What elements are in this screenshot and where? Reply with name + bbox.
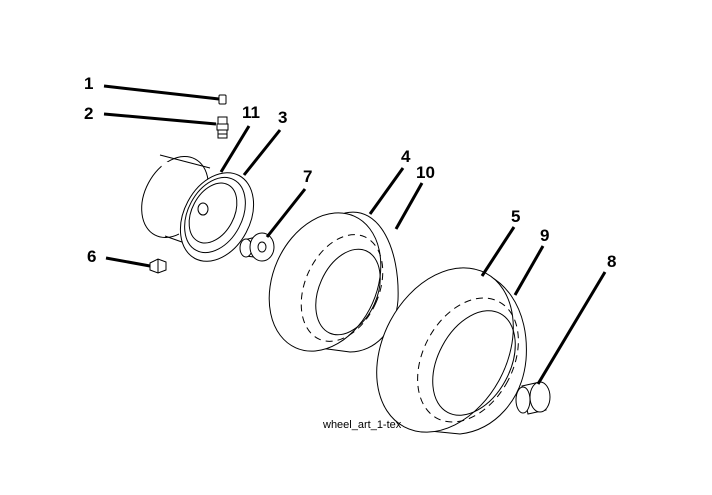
callout-2: 2	[84, 104, 93, 123]
tire-front	[268, 211, 399, 353]
callout-9: 9	[540, 226, 549, 245]
figure-caption: wheel_art_1-tex	[322, 419, 402, 431]
hub-cap	[515, 381, 551, 415]
callout-5: 5	[511, 207, 520, 226]
callout-10: 10	[416, 163, 435, 182]
tire-rear	[376, 267, 527, 435]
bushing	[239, 232, 275, 262]
leader-7	[265, 188, 307, 238]
leader-8	[536, 271, 607, 385]
leader-lines	[103, 84, 607, 385]
callout-7: 7	[303, 167, 312, 186]
valve-cap	[218, 94, 227, 105]
wheel-rim	[141, 154, 255, 262]
callout-4: 4	[401, 147, 411, 166]
leader-5	[480, 226, 516, 277]
callout-1: 1	[84, 74, 93, 93]
leader-10	[394, 182, 424, 230]
leader-4	[368, 167, 405, 215]
leader-2	[103, 112, 217, 126]
bolt	[149, 258, 167, 274]
callout-6: 6	[87, 247, 96, 266]
leader-3	[242, 129, 282, 176]
callout-8: 8	[607, 252, 616, 271]
leader-9	[513, 245, 545, 296]
callout-labels: 1 2 11 3 6 7 4 10 5 9 8	[84, 74, 616, 271]
leader-6	[105, 256, 151, 268]
valve-stem	[216, 116, 229, 139]
callout-3: 3	[278, 108, 287, 127]
leader-1	[103, 84, 220, 101]
callout-11: 11	[242, 103, 260, 122]
leader-11	[219, 125, 251, 173]
